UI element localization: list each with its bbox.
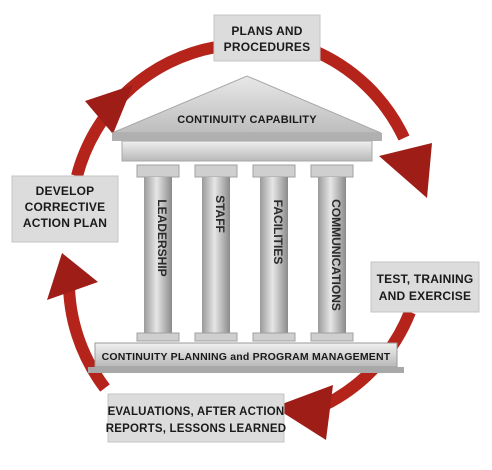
pillar-communications: COMMUNICATIONS <box>310 164 354 342</box>
pillar-staff: STAFF <box>194 164 238 342</box>
svg-text:CORRECTIVE: CORRECTIVE <box>25 200 106 214</box>
svg-text:ACTION PLAN: ACTION PLAN <box>23 216 107 230</box>
svg-text:PROCEDURES: PROCEDURES <box>224 40 311 54</box>
step-develop-corrective-action-plan: DEVELOP CORRECTIVE ACTION PLAN <box>11 175 119 243</box>
pillar-label-communications: COMMUNICATIONS <box>329 199 343 311</box>
step-test-training-exercise: TEST, TRAINING AND EXERCISE <box>370 261 480 313</box>
building-roof-band <box>112 133 382 141</box>
cycle-arrow-bottom-left <box>47 253 110 392</box>
pillar-label-leadership: LEADERSHIP <box>155 199 169 276</box>
svg-text:TEST, TRAINING: TEST, TRAINING <box>377 272 474 286</box>
svg-text:REPORTS, LESSONS LEARNED: REPORTS, LESSONS LEARNED <box>106 423 287 435</box>
building-base <box>94 342 398 368</box>
pillar-label-staff: STAFF <box>213 195 227 233</box>
svg-text:DEVELOP: DEVELOP <box>36 184 95 198</box>
cycle-arrow-top-right <box>309 44 432 198</box>
cycle-ring <box>47 41 432 440</box>
pillar-label-facilities: FACILITIES <box>271 200 285 265</box>
svg-text:EVALUATIONS, AFTER ACTION: EVALUATIONS, AFTER ACTION <box>108 406 285 418</box>
svg-text:AND EXERCISE: AND EXERCISE <box>379 289 471 303</box>
pillar-leadership: LEADERSHIP <box>136 164 180 342</box>
step-plans-procedures: PLANS AND PROCEDURES <box>213 14 321 62</box>
step-evaluations: EVALUATIONS, AFTER ACTION REPORTS, LESSO… <box>106 393 287 443</box>
base-label: CONTINUITY PLANNING and PROGRAM MANAGEME… <box>102 351 391 363</box>
continuity-building: CONTINUITY CAPABILITY LEADERSHIP STAFF F… <box>88 75 404 373</box>
roof-label: CONTINUITY CAPABILITY <box>177 114 317 126</box>
svg-text:PLANS AND: PLANS AND <box>231 24 302 38</box>
cycle-arrow-top-left <box>71 41 218 178</box>
pillar-facilities: FACILITIES <box>252 164 296 342</box>
